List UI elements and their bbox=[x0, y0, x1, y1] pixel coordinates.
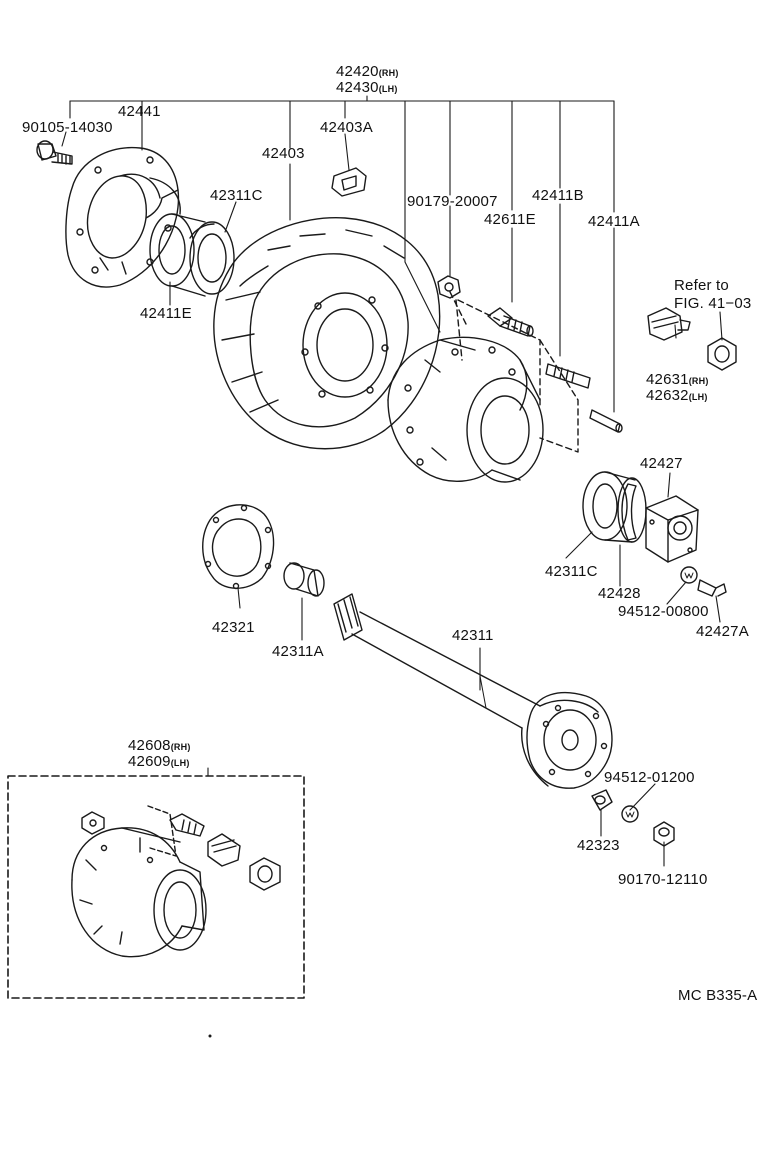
hub-bolt-42611e bbox=[488, 308, 533, 336]
label-90179-20007: 90179-20007 bbox=[407, 193, 498, 210]
pin-42411a bbox=[590, 410, 622, 432]
gasket-42321 bbox=[203, 505, 274, 589]
label-refer-to: Refer to bbox=[674, 277, 729, 294]
part-number-42430: 42430 bbox=[336, 79, 379, 96]
box-hub-nut bbox=[250, 858, 280, 890]
cone-washer-42323 bbox=[592, 790, 612, 810]
label-42411a: 42411A bbox=[588, 213, 640, 230]
label-94512-00800: 94512-00800 bbox=[618, 603, 709, 620]
label-90170-12110: 90170-12110 bbox=[618, 871, 708, 888]
washer-94512-01200 bbox=[622, 806, 638, 822]
label-42311c-top: 42311C bbox=[210, 187, 263, 204]
label-42631: 42631(RH) bbox=[646, 372, 709, 389]
box-nut bbox=[82, 812, 104, 834]
bearing-42311c-bottom bbox=[583, 472, 646, 542]
washer-94512-00800 bbox=[681, 567, 697, 583]
label-42411b: 42411B bbox=[532, 187, 584, 204]
label-42609: 42609(LH) bbox=[128, 754, 190, 771]
label-42311: 42311 bbox=[452, 627, 494, 644]
label-90105-14030: 90105-14030 bbox=[22, 119, 113, 136]
suffix-rh: (RH) bbox=[688, 376, 709, 386]
label-42321: 42321 bbox=[212, 619, 255, 636]
label-fig-41-03: FIG. 41−03 bbox=[674, 295, 752, 312]
adjusting-nut-42427 bbox=[646, 496, 698, 562]
label-42323: 42323 bbox=[577, 837, 620, 854]
assembly-bracket bbox=[62, 96, 722, 866]
label-42403a: 42403A bbox=[320, 119, 373, 136]
label-42403: 42403 bbox=[262, 145, 305, 162]
part-number-42608: 42608 bbox=[128, 737, 171, 754]
label-42311c-bottom: 42311C bbox=[545, 563, 598, 580]
hub-subassembly-box bbox=[8, 768, 304, 998]
flange-42441 bbox=[66, 148, 180, 287]
box-stud bbox=[170, 814, 204, 836]
bolt-90105-14030 bbox=[37, 141, 72, 164]
part-number-42631: 42631 bbox=[646, 371, 689, 388]
stud-42411b bbox=[546, 364, 590, 388]
axle-hub bbox=[388, 292, 578, 482]
brake-drum-42403 bbox=[214, 218, 440, 449]
part-number-42420: 42420 bbox=[336, 63, 379, 80]
screw-42427a bbox=[698, 580, 726, 596]
nut-90170-12110 bbox=[654, 822, 674, 846]
oil-seal-42311a bbox=[284, 563, 324, 596]
box-hub-bolt bbox=[208, 834, 240, 866]
lock-washer-42428 bbox=[622, 484, 636, 540]
label-42427: 42427 bbox=[640, 455, 683, 472]
diagram-code: MC B335-A bbox=[678, 987, 758, 1004]
suffix-lh: (LH) bbox=[378, 84, 398, 94]
label-42608: 42608(RH) bbox=[128, 738, 191, 755]
label-42411e: 42411E bbox=[140, 305, 192, 322]
label-42428: 42428 bbox=[598, 585, 641, 602]
label-94512-01200: 94512-01200 bbox=[604, 769, 695, 786]
label-42427a: 42427A bbox=[696, 623, 749, 640]
nut-90179-20007 bbox=[438, 276, 460, 298]
label-42311a: 42311A bbox=[272, 643, 324, 660]
spacer-42403a bbox=[332, 168, 366, 196]
label-42420: 42420(RH) bbox=[336, 64, 399, 81]
hub-nut-42632 bbox=[708, 338, 736, 370]
label-42611e: 42611E bbox=[484, 211, 536, 228]
axle-shaft-42311 bbox=[334, 594, 612, 788]
label-42632: 42632(LH) bbox=[646, 388, 708, 405]
suffix-lh: (LH) bbox=[170, 758, 190, 768]
suffix-rh: (RH) bbox=[378, 68, 399, 78]
part-number-42632: 42632 bbox=[646, 387, 689, 404]
hub-bolt-42631 bbox=[648, 308, 690, 340]
suffix-lh: (LH) bbox=[688, 392, 708, 402]
label-42430: 42430(LH) bbox=[336, 80, 398, 97]
hub-assembly-42608 bbox=[72, 806, 206, 957]
part-number-42609: 42609 bbox=[128, 753, 171, 770]
bearing-42311c-top bbox=[150, 214, 234, 296]
suffix-rh: (RH) bbox=[170, 742, 191, 752]
label-42441: 42441 bbox=[118, 103, 161, 120]
